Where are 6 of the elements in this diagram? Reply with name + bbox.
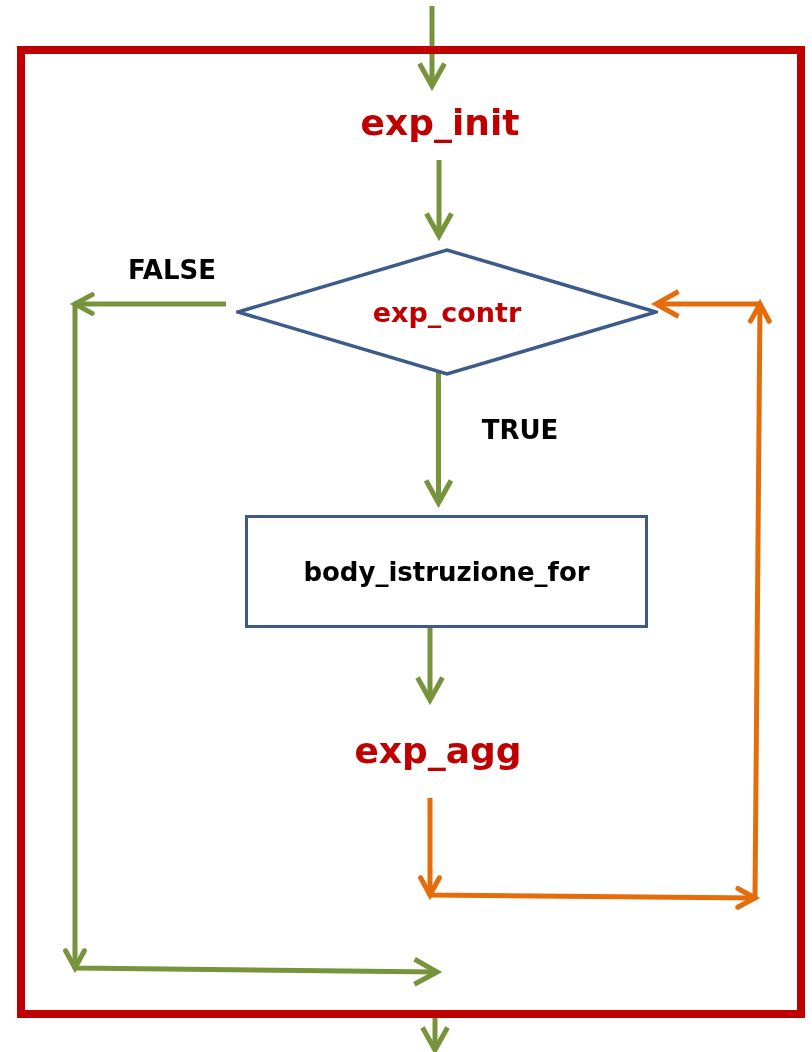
expression-label: exp_init xyxy=(360,101,520,143)
frame-box xyxy=(17,46,805,1018)
process-box xyxy=(245,515,648,628)
statement-label: body_istruzione_for xyxy=(303,556,590,587)
condition-label: exp_contr xyxy=(372,296,522,328)
expression-label: exp_agg xyxy=(354,729,522,771)
